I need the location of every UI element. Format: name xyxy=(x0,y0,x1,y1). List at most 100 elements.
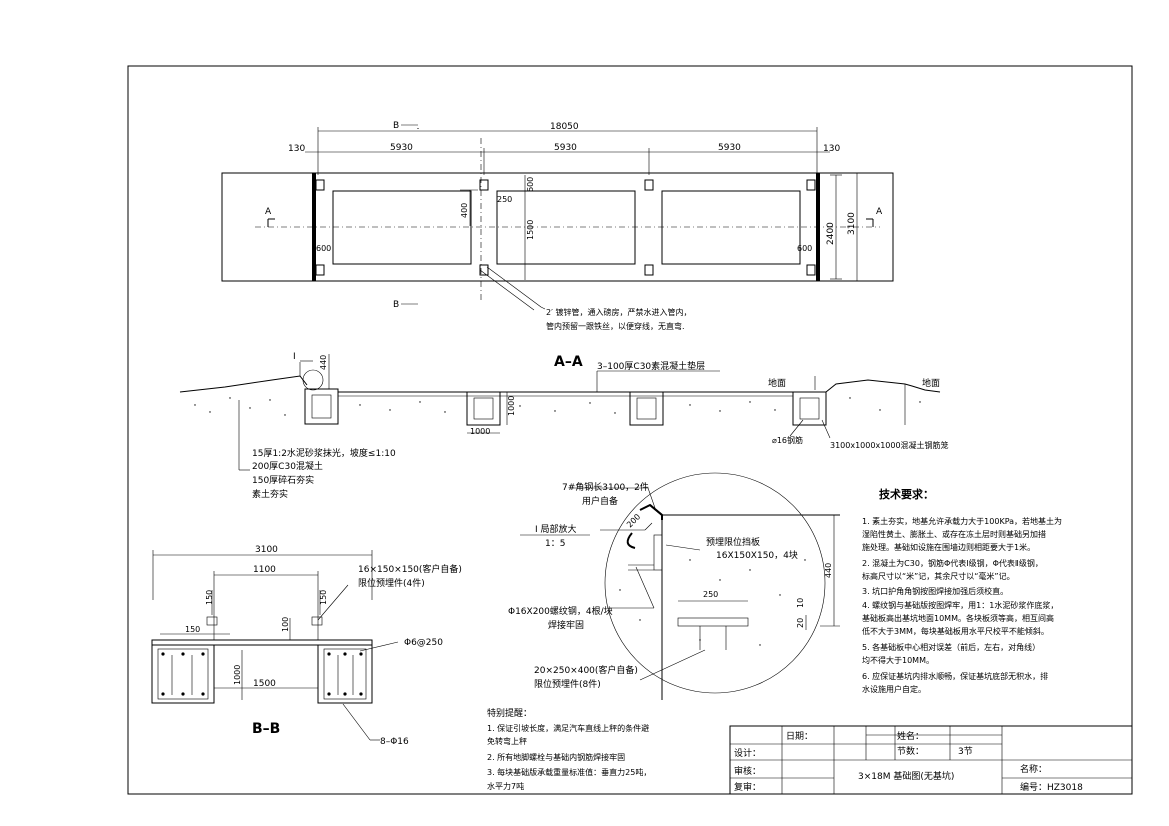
tech-title: 技术要求： xyxy=(879,487,934,501)
bb-dim-150-b: 150 xyxy=(319,590,328,605)
special-line-4: 3. 每块基础版承载重量标准值：垂直力25吨， xyxy=(487,767,651,777)
tb-sections-value: 3节 xyxy=(958,746,973,757)
dim-seg1: 5930 xyxy=(390,143,413,153)
tech-line-6: 3. 坑口护角角钢按图焊接加强后须校直。 xyxy=(862,586,1008,596)
bb-dim-3100: 3100 xyxy=(255,545,278,555)
tb-review-label: 审核： xyxy=(734,765,761,777)
special-line-5: 水平力7吨 xyxy=(487,781,524,791)
tb-drawing-title: 3×18M 基础图(无基坑) xyxy=(858,770,954,782)
cushion-note: 3–100厚C30素混凝土垫层 xyxy=(597,360,705,372)
label-i: I xyxy=(293,352,296,362)
detail-base-note2: 限位预埋件(8件) xyxy=(534,678,601,690)
special-line-2: 免转弯上秤 xyxy=(487,736,527,746)
detail-base-note: 20×250×400(客户自备) xyxy=(534,664,638,676)
bb-dim-1000: 1000 xyxy=(233,665,242,685)
layer-3: 150厚碎石夯实 xyxy=(252,474,314,486)
pipe-note-line1: 2′ 镀锌管，通入磅房，严禁水进入管内， xyxy=(546,307,691,317)
bb-title: B–B xyxy=(252,721,280,737)
tb-name-label: 姓名： xyxy=(897,730,924,742)
dim-2400: 2400 xyxy=(826,222,836,245)
detail-dim-10: 10 xyxy=(796,598,805,608)
dim-end-left: 130 xyxy=(288,144,305,154)
tb-code-label: 编号：HZ3018 xyxy=(1020,781,1083,793)
layer-4: 素土夯实 xyxy=(252,488,288,500)
tech-line-7: 4. 螺纹钢与基础版按图焊牢，用1：1水泥砂浆作底浆， xyxy=(862,600,1058,610)
tech-line-2: 湿陷性黄土、膨胀土、或存在冻土层时则基础另加措 xyxy=(862,529,1046,539)
tech-line-4: 2. 混凝土为C30，钢筋Φ代表Ⅰ级钢，Φ代表Ⅱ级钢， xyxy=(862,558,1043,568)
drawing-frame xyxy=(127,65,1133,795)
layer-1: 15厚1:2水泥砂浆抹光，坡度≤1:10 xyxy=(252,447,396,459)
detail-rebar-note2: 焊接牢固 xyxy=(548,619,584,631)
detail-rebar-note: Φ16X200螺纹钢，4根/块 xyxy=(508,605,613,617)
bb-plate-note: 16×150×150(客户自备) xyxy=(358,563,462,575)
dim-end-right: 130 xyxy=(823,144,840,154)
pipe-note-line2: 管内预留一跟铁丝，以便穿线，无直弯. xyxy=(546,321,685,331)
tech-requirements: 技术要求： 1. 素土夯实，地基允许承载力大于100KPa，若地基土为 湿陷性黄… xyxy=(862,487,1062,694)
tb-name2-label: 名称： xyxy=(1020,763,1047,775)
tech-line-3: 施处理。基础如设施在围墙边则相距要大于1米。 xyxy=(862,542,1035,552)
dim-seg3: 5930 xyxy=(718,143,741,153)
bb-dim-1500: 1500 xyxy=(253,679,276,689)
dim-seg2: 5930 xyxy=(554,143,577,153)
section-bb xyxy=(151,550,399,741)
dim-440: 440 xyxy=(319,355,328,370)
detail-title: I 局部放大 xyxy=(535,523,577,535)
tech-line-13: 水设施用户自定。 xyxy=(862,684,926,694)
bb-stirrup-note: Φ6@250 xyxy=(404,638,443,648)
section-b-top: B xyxy=(393,121,399,131)
detail-dim-440: 440 xyxy=(824,563,833,578)
section-b-bottom: B xyxy=(393,300,399,310)
special-line-3: 2. 所有地脚螺栓与基础内钢筋焊接牢固 xyxy=(487,752,625,762)
tb-recheck-label: 复审： xyxy=(734,781,761,793)
tb-date-label: 日期： xyxy=(786,731,813,742)
tech-line-1: 1. 素土夯实，地基允许承载力大于100KPa，若地基土为 xyxy=(862,516,1062,526)
bb-dim-150-a: 150 xyxy=(205,590,214,605)
special-reminders: 特别提醒： 1. 保证引坡长度，满足汽车直线上秤的条件避 免转弯上秤 2. 所有… xyxy=(487,707,651,791)
detail-i xyxy=(520,472,840,700)
bb-dim-150-c: 150 xyxy=(185,625,200,634)
tech-line-12: 6. 应保证基坑内排水顺畅，保证基坑底部无积水，排 xyxy=(862,671,1048,681)
angle-note: 7#角钢长3100，2件 xyxy=(562,481,649,493)
section-aa-labels: A–A I 440 3–100厚C30素混凝土垫层 地面 地面 1000 100… xyxy=(252,352,949,500)
tb-sections-label: 节数： xyxy=(897,745,924,757)
special-title: 特别提醒： xyxy=(487,707,532,719)
section-bb-labels: 3100 1100 150 150 150 100 1000 1500 16×1… xyxy=(185,545,462,747)
section-a-right: A xyxy=(876,207,883,217)
tb-design-label: 设计： xyxy=(734,747,761,759)
dim-3100: 3100 xyxy=(847,212,857,235)
tech-line-11: 均不得大于10MM。 xyxy=(862,655,934,665)
dim-1000-h: 1000 xyxy=(470,427,490,436)
detail-dim-200: 200 xyxy=(625,512,642,529)
angle-note2: 用户自备 xyxy=(582,495,618,507)
tech-line-8: 基础板高出基坑地面10MM。各块板须等高，相互间高 xyxy=(862,613,1054,623)
detail-i-labels: I 局部放大 1：5 7#角钢长3100，2件 用户自备 200 预埋限位挡板 … xyxy=(508,481,833,690)
ground-left: 地面 xyxy=(768,377,786,389)
dim-1500: 1500 xyxy=(526,220,535,240)
rebar-note: ⌀16钢筋 xyxy=(772,435,803,445)
detail-dim-250: 250 xyxy=(703,590,718,599)
dim-400: 400 xyxy=(460,203,469,218)
tech-line-9: 低不大于3MM，每块基础板用水平尺校平不能倾斜。 xyxy=(862,626,1049,636)
plan-dimensions: 18050 130 5930 5930 5930 130 400 250 600… xyxy=(265,121,883,331)
bb-dim-100: 100 xyxy=(281,617,290,632)
dim-total: 18050 xyxy=(550,122,579,132)
layer-2: 200厚C30混凝土 xyxy=(252,460,323,472)
section-a-left: A xyxy=(265,207,272,217)
bb-bar-note: 8–Φ16 xyxy=(380,737,409,747)
bb-plate-note2: 限位预埋件(4件) xyxy=(358,577,425,589)
detail-scale: 1：5 xyxy=(545,539,565,549)
dim-600-right: 600 xyxy=(797,244,812,253)
special-line-1: 1. 保证引坡长度，满足汽车直线上秤的条件避 xyxy=(487,723,649,733)
bb-dim-1100: 1100 xyxy=(253,565,276,575)
detail-plate-note2: 16X150X150，4块 xyxy=(716,549,798,561)
detail-dim-20: 20 xyxy=(796,618,805,628)
dim-600-top: 600 xyxy=(526,177,535,192)
title-block: 日期： 姓名： 设计： 节数： 3节 审核： 3×18M 基础图(无基坑) 名称… xyxy=(729,725,1133,795)
plan-view xyxy=(221,127,894,311)
detail-plate-note: 预埋限位挡板 xyxy=(706,536,760,548)
dim-250: 250 xyxy=(497,195,512,204)
ground-right: 地面 xyxy=(922,377,940,389)
dim-1000-v: 1000 xyxy=(507,396,516,416)
tech-line-10: 5. 各基础板中心相对误差（前后，左右，对角线） xyxy=(862,642,1040,652)
